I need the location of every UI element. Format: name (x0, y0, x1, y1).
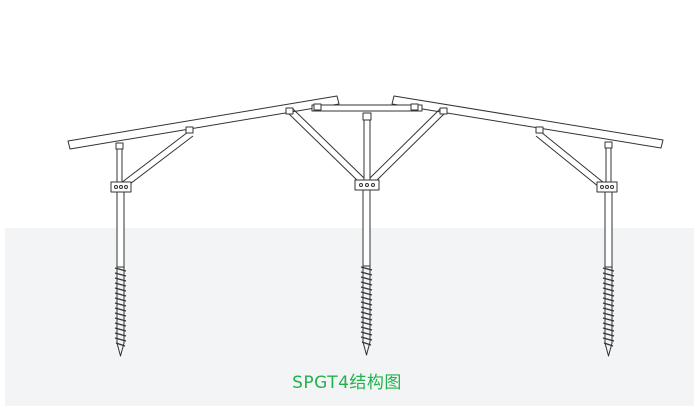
diagram-caption: SPGT4结构图 (292, 373, 402, 393)
center-support-assembly (285, 107, 448, 356)
left-panel-rafter (67, 95, 340, 150)
center-crossbeam (311, 104, 423, 112)
right-support-assembly (535, 126, 618, 357)
center-crossbeam-joint-right (410, 103, 419, 111)
center-crossbeam-joint-left (313, 103, 322, 111)
right-panel-rafter (391, 95, 664, 149)
left-support-assembly (110, 126, 194, 357)
